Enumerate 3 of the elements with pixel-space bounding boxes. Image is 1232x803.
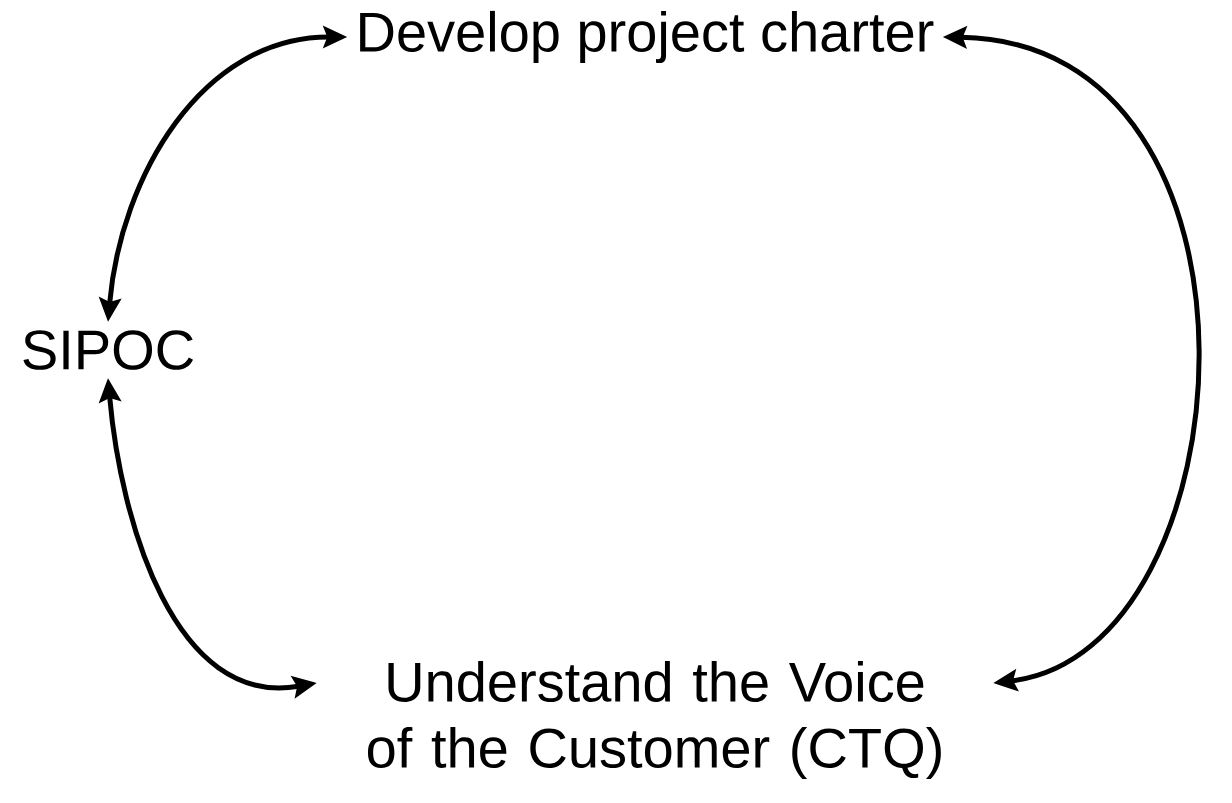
step-label: Understand the Voice of the Customer (CTQ) [367, 660, 941, 780]
step-label: Develop project charter [360, 10, 934, 64]
step-label: SIPOC [23, 330, 194, 370]
